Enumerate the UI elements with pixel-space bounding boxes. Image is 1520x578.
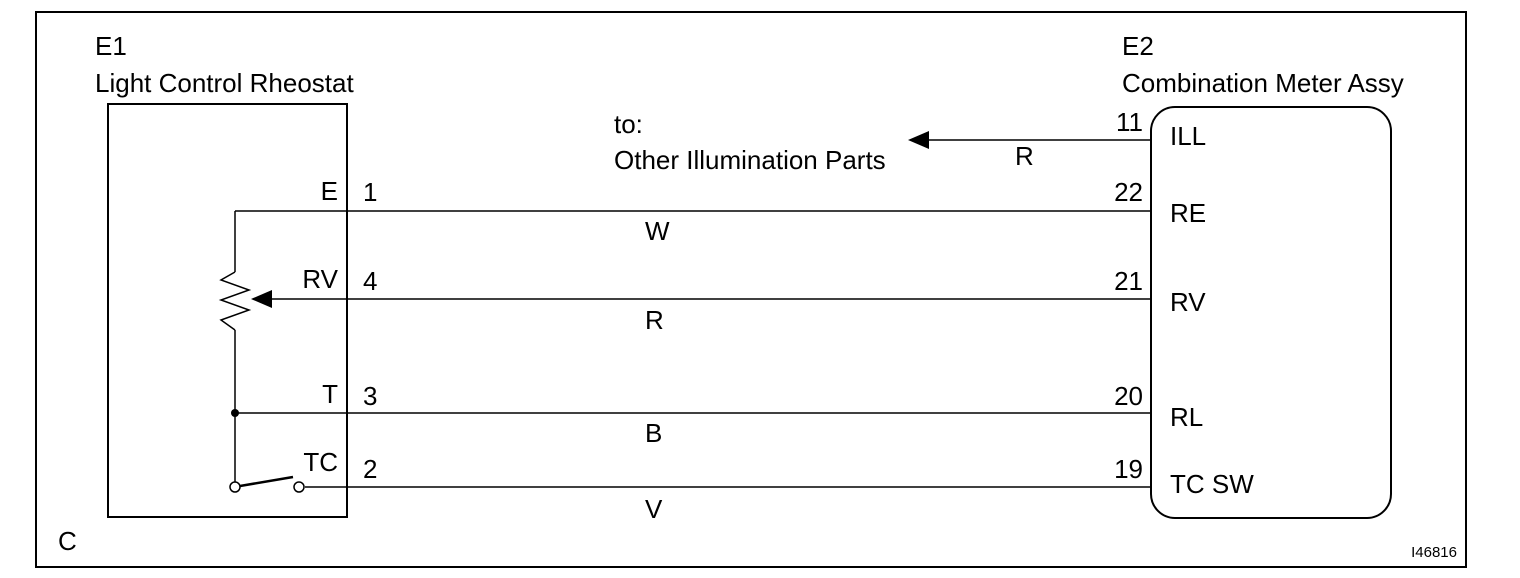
- e2-pin-name-tcsw: TC SW: [1170, 469, 1254, 499]
- arrow-ill-icon: [908, 131, 929, 149]
- e2-pin-number-19: 19: [1114, 454, 1143, 484]
- e1-pin-name-e: E: [321, 176, 338, 206]
- e2-pin-name-rv: RV: [1170, 287, 1206, 317]
- e1-pin-number-2: 2: [363, 454, 377, 484]
- figure-id: I46816: [1411, 544, 1457, 561]
- e2-box: [1150, 106, 1392, 519]
- e2-name: Combination Meter Assy: [1122, 68, 1404, 98]
- ill-to-label: to:: [614, 109, 643, 139]
- e2-code: E2: [1122, 31, 1154, 61]
- e2-pin-number-22: 22: [1114, 177, 1143, 207]
- e1-pin-name-tc: TC: [303, 447, 338, 477]
- junction-dot: [231, 409, 239, 417]
- e1-pin-name-t: T: [322, 379, 338, 409]
- wire-color-r: R: [645, 305, 664, 335]
- e2-pin-number-20: 20: [1114, 381, 1143, 411]
- e1-pin-number-1: 1: [363, 177, 377, 207]
- switch-contact-left: [229, 481, 241, 493]
- e1-pin-name-rv: RV: [302, 264, 338, 294]
- ill-parts-label: Other Illumination Parts: [614, 145, 886, 175]
- wire-color-v: V: [645, 494, 663, 524]
- wire-color-b: B: [645, 418, 662, 448]
- corner-code: C: [58, 526, 77, 556]
- wiper-arrow-icon: [251, 290, 272, 308]
- wire-ill-color: R: [1015, 141, 1034, 171]
- e1-box: [107, 103, 348, 518]
- switch-contact-right: [293, 481, 305, 493]
- e2-pin-name-rl: RL: [1170, 402, 1203, 432]
- e2-pin-name-ill: ILL: [1170, 121, 1206, 151]
- e2-pin-number-21: 21: [1114, 266, 1143, 296]
- e2-pin-number-11: 11: [1116, 107, 1143, 137]
- e1-name: Light Control Rheostat: [95, 68, 354, 98]
- diagram-frame: [35, 11, 1467, 568]
- e2-pin-name-re: RE: [1170, 198, 1206, 228]
- switch-blade-icon: [239, 475, 294, 488]
- resistor-icon: [218, 271, 252, 331]
- e1-pin-number-3: 3: [363, 381, 377, 411]
- wire-color-w: W: [645, 216, 670, 246]
- e1-pin-number-4: 4: [363, 266, 377, 296]
- e1-code: E1: [95, 31, 127, 61]
